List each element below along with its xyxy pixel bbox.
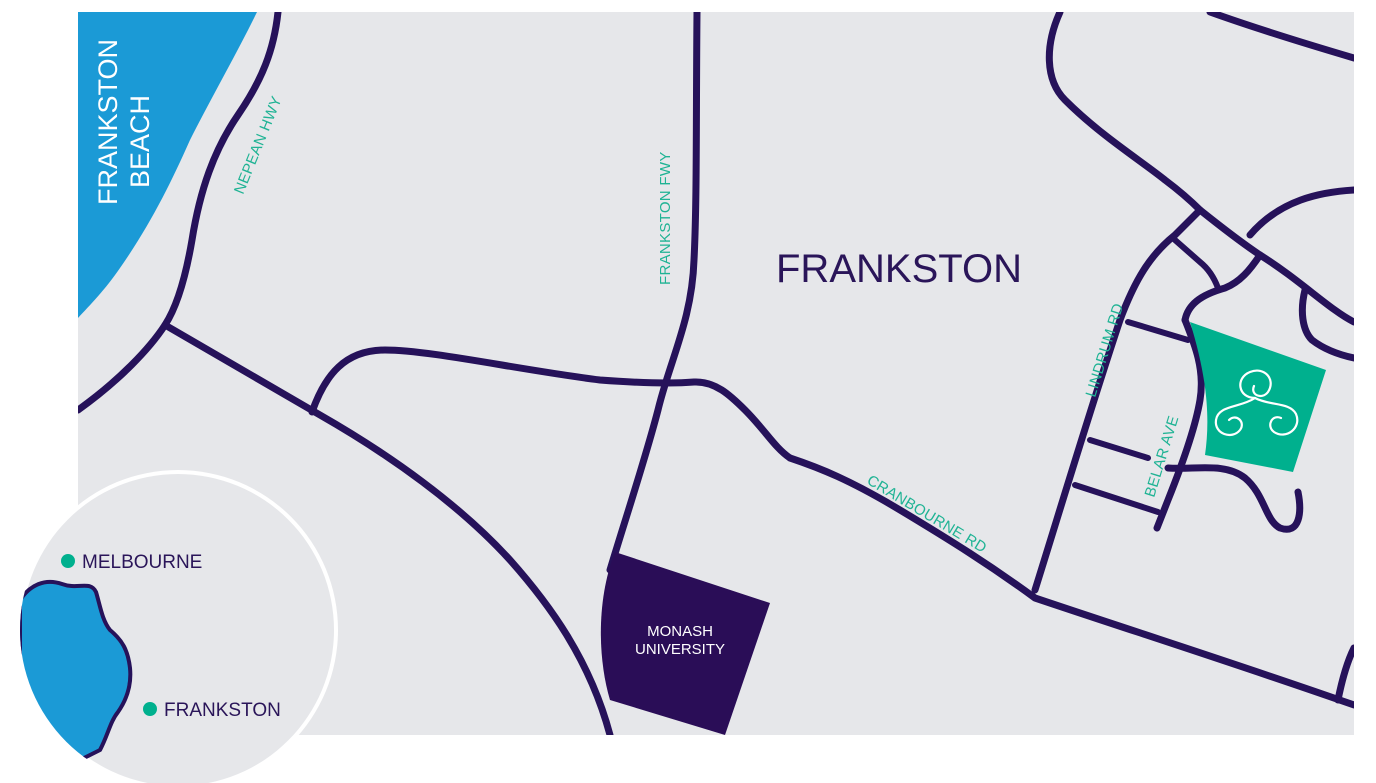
road-east-curve bbox=[1246, 186, 1354, 239]
beach-label-line2: BEACH bbox=[125, 95, 155, 188]
university-label-line2: UNIVERSITY bbox=[635, 641, 725, 658]
road-belar-ave bbox=[1153, 316, 1205, 532]
inset-label-frankston: FRANKSTON bbox=[164, 700, 281, 721]
inset-dot-frankston bbox=[143, 702, 157, 716]
triple-spiral-icon bbox=[1214, 369, 1299, 437]
road-north-east bbox=[1045, 12, 1264, 259]
monash-university-block bbox=[600, 552, 770, 735]
road-north-east-top bbox=[1206, 12, 1354, 62]
road-side-2 bbox=[1125, 319, 1191, 343]
road-site-north bbox=[1181, 251, 1264, 324]
road-cranbourne-rd bbox=[786, 454, 1354, 709]
frankston-beach-water bbox=[78, 12, 257, 318]
road-side-3 bbox=[1087, 437, 1151, 461]
road-south-east bbox=[1334, 644, 1354, 704]
road-east-link bbox=[1256, 251, 1354, 326]
road-cul-de-sac bbox=[1164, 464, 1304, 533]
road-diagonal-west bbox=[161, 321, 614, 735]
inset-locator-map: MELBOURNE FRANKSTON bbox=[18, 470, 338, 783]
road-east-link-2 bbox=[1298, 286, 1354, 362]
road-lindrum-rd bbox=[1031, 206, 1204, 594]
university-label-line1: MONASH bbox=[647, 623, 713, 640]
road-nepean-hwy bbox=[78, 12, 282, 414]
road-frankston-fwy bbox=[606, 12, 701, 574]
suburb-label: FRANKSTON bbox=[776, 247, 1022, 291]
road-side-4 bbox=[1072, 482, 1161, 515]
inset-label-melbourne: MELBOURNE bbox=[82, 552, 202, 573]
beach-label-line1: FRANKSTON bbox=[93, 39, 123, 205]
road-loop-west bbox=[308, 346, 794, 462]
inset-dot-melbourne bbox=[61, 554, 75, 568]
road-side-1 bbox=[1172, 237, 1221, 291]
label-frankston-fwy: FRANKSTON FWY bbox=[657, 151, 674, 285]
